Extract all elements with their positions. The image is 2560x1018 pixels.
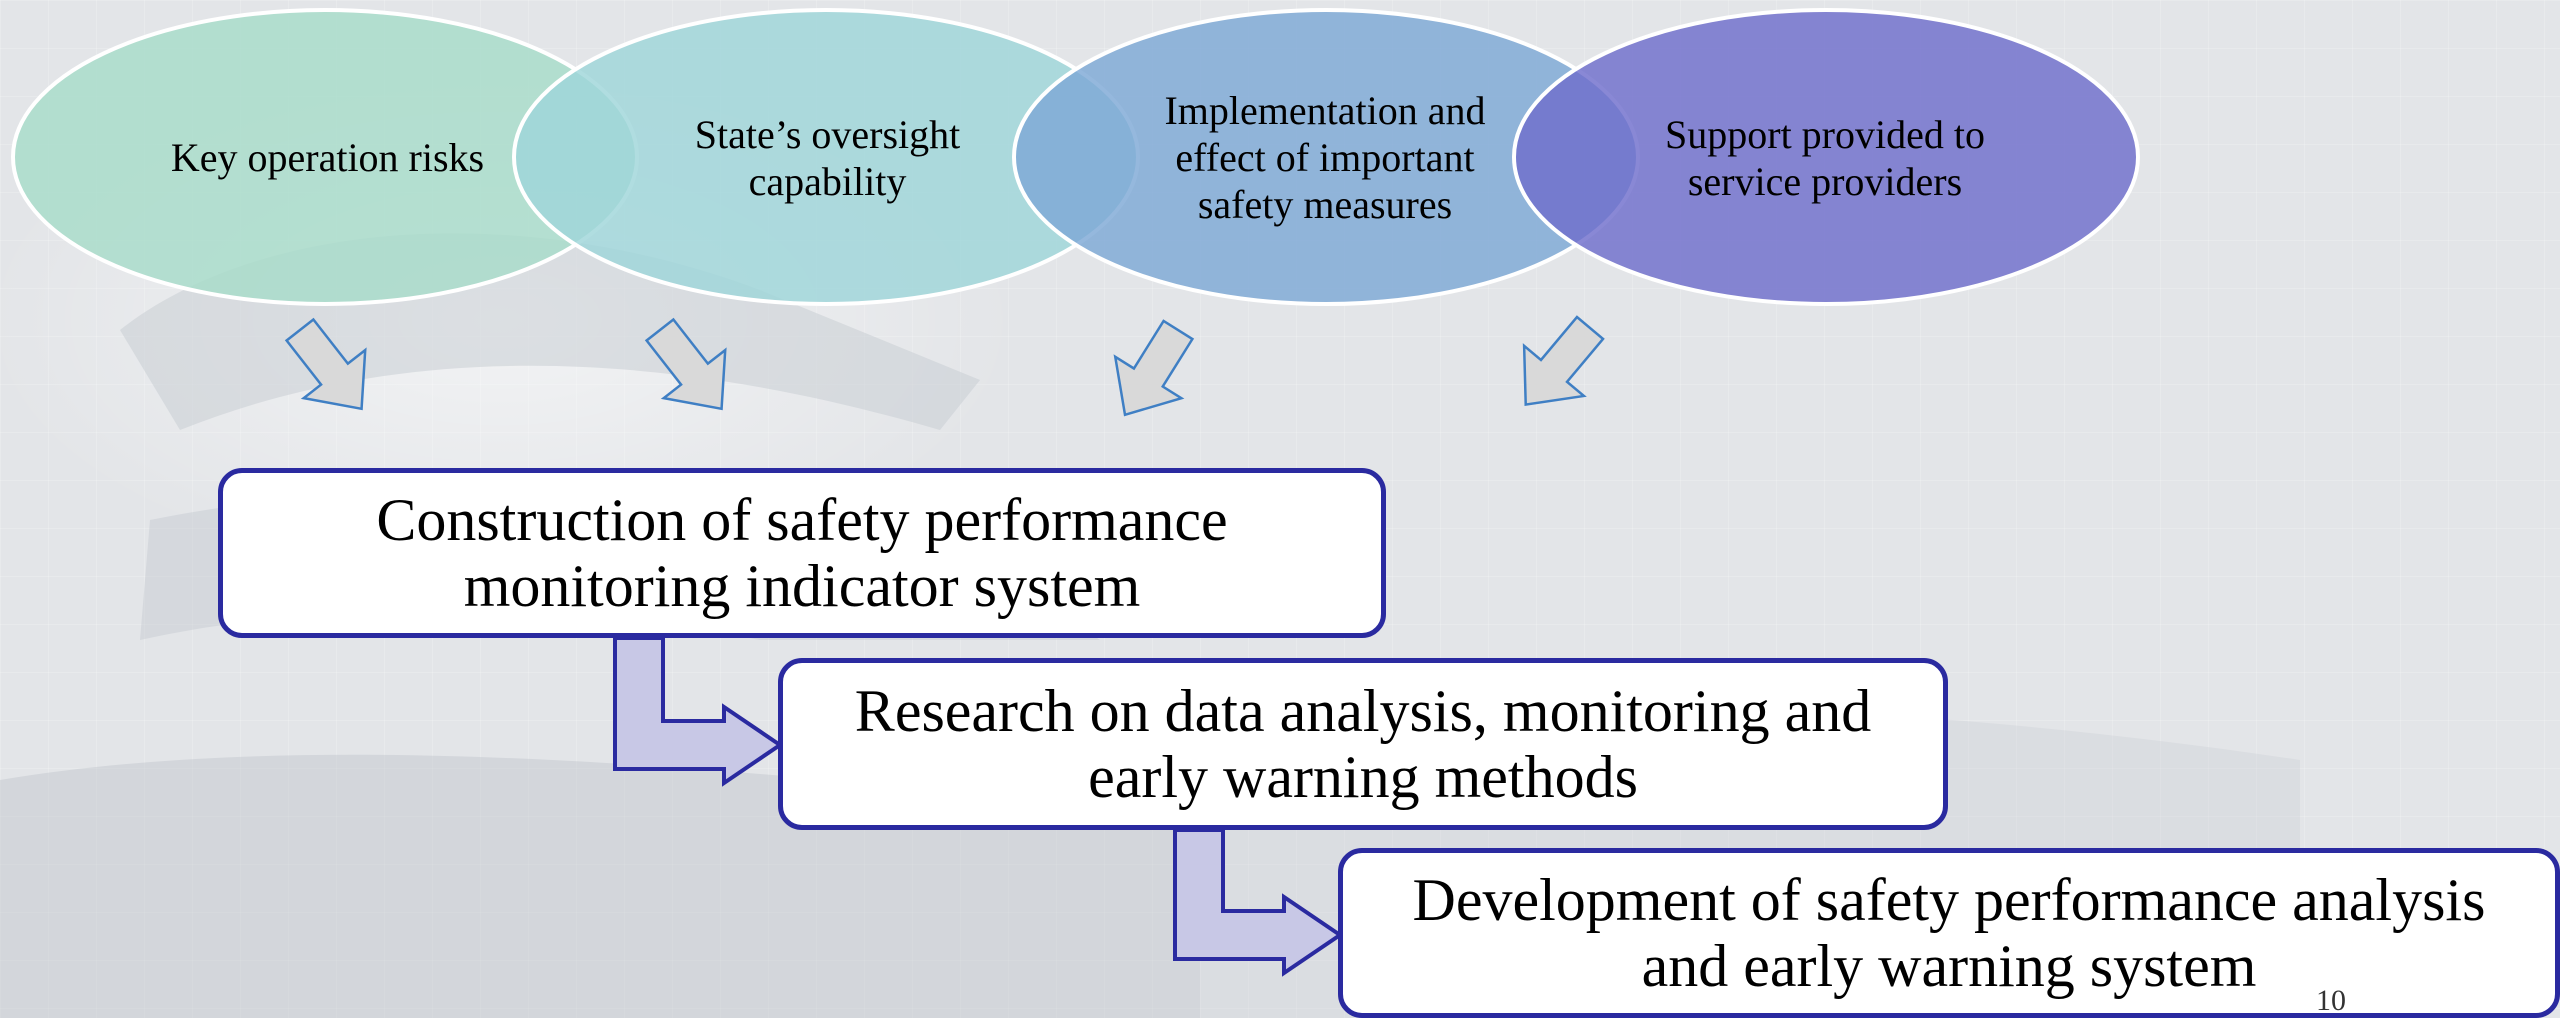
down-arrow-1: [284, 317, 367, 411]
process-box-line: monitoring indicator system: [463, 553, 1141, 619]
process-box-line: early warning methods: [1088, 744, 1638, 810]
process-box-line: Development of safety performance analys…: [1412, 867, 2486, 933]
process-box-line: Construction of safety performance: [376, 487, 1228, 553]
process-box-line: Research on data analysis, monitoring an…: [854, 678, 1872, 744]
input-label-safety-measures: Implementation and effect of important s…: [1164, 88, 1486, 227]
elbow-arrow-1: [613, 636, 784, 787]
down-arrow-3: [1113, 319, 1195, 417]
input-label-key-operation-risks: Key operation risks: [170, 135, 485, 180]
ellipse-service-provider-support: [1512, 8, 2140, 306]
process-box-early-warning-system: Development of safety performance analys…: [1338, 848, 2560, 1018]
input-label-service-provider-support: Support provided to service providers: [1665, 111, 1985, 204]
page-number: 10: [2316, 984, 2346, 1017]
process-box-line: and early warning system: [1641, 933, 2257, 999]
input-label-oversight-capability: State’s oversight capability: [694, 111, 961, 204]
elbow-arrow-2: [1173, 828, 1344, 977]
process-box-analysis-methods: Research on data analysis, monitoring an…: [778, 658, 1948, 830]
down-arrow-4: [1522, 315, 1605, 407]
down-arrow-2: [644, 317, 727, 411]
process-box-indicator-system: Construction of safety performance monit…: [218, 468, 1386, 638]
